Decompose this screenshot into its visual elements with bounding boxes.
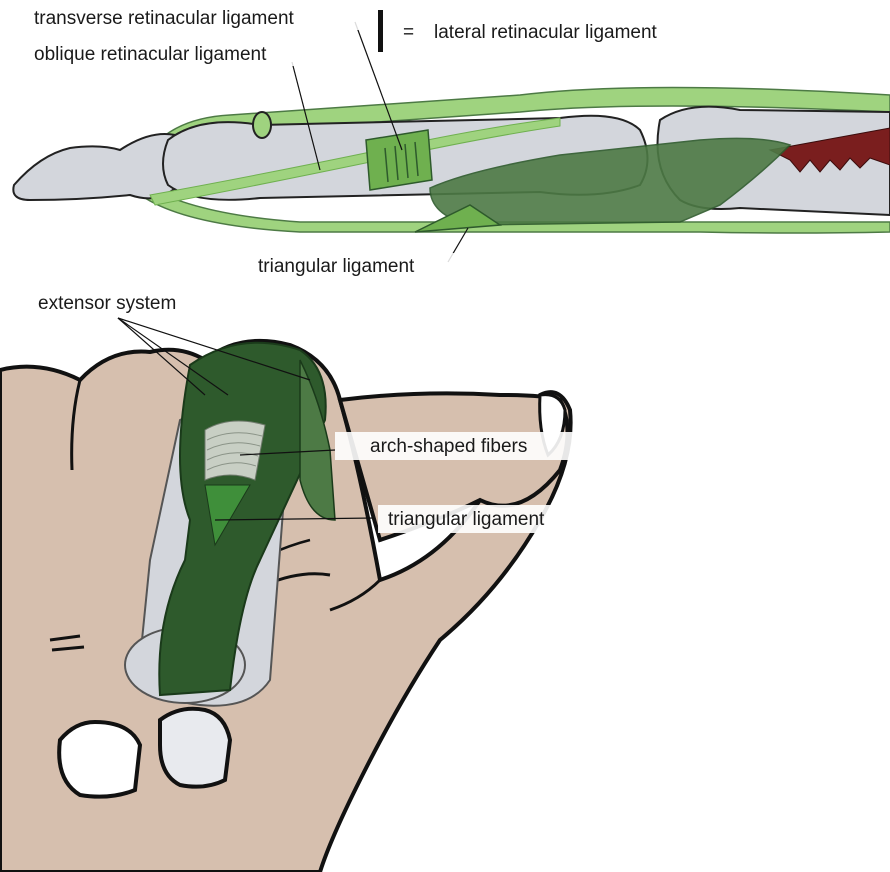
nail-left [59, 722, 140, 797]
label-lateral-retinacular-ligament: lateral retinacular ligament [434, 22, 658, 43]
label-triangular-ligament-bottom: triangular ligament [388, 509, 545, 530]
label-extensor-system: extensor system [38, 293, 176, 314]
nail-middle [160, 709, 230, 787]
legend-equals: = [403, 22, 414, 43]
arch-shaped-fibers [205, 421, 265, 480]
hand-view [0, 318, 571, 872]
label-triangular-ligament-top: triangular ligament [258, 256, 415, 277]
label-transverse-retinacular-ligament: transverse retinacular ligament [34, 8, 295, 29]
distal-phalanx [13, 134, 181, 200]
legend-bar-icon [378, 10, 383, 52]
label-oblique-retinacular-ligament: oblique retinacular ligament [34, 44, 267, 65]
label-arch-shaped-fibers: arch-shaped fibers [370, 436, 527, 457]
lateral-band-end [253, 112, 271, 138]
transverse-retinacular-ligament [366, 130, 432, 190]
